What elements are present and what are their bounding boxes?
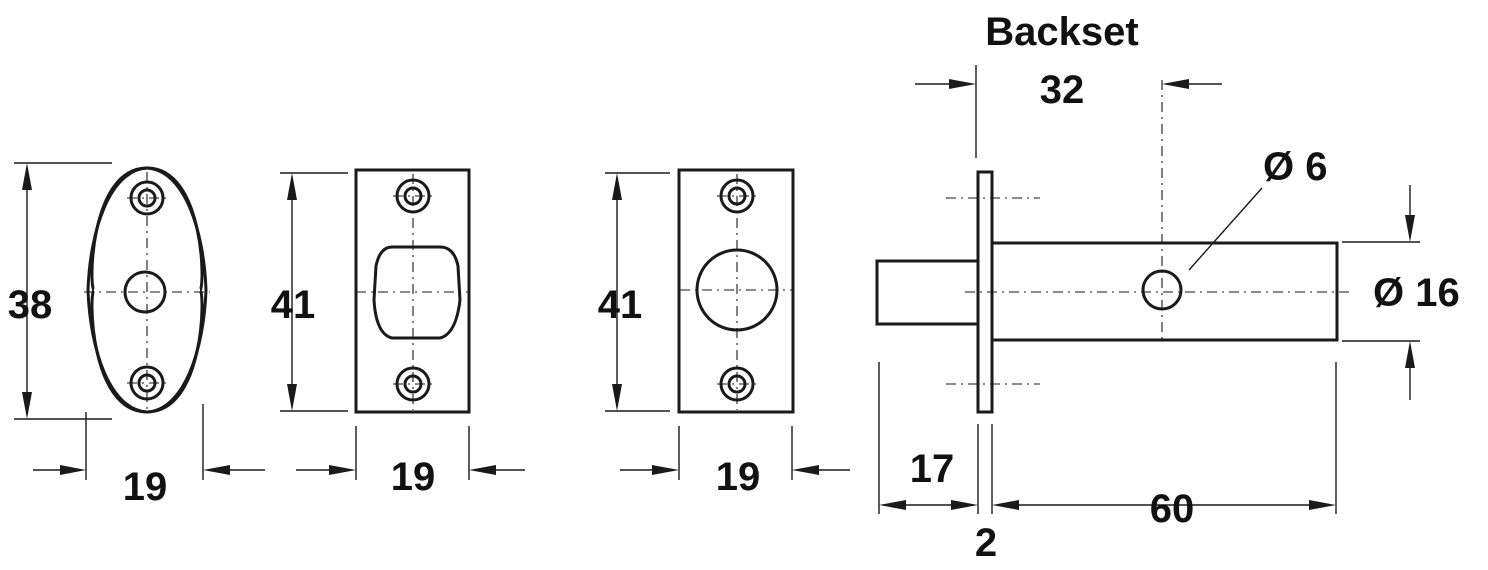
heading-backset: Backset bbox=[985, 10, 1138, 54]
dim-oval-height bbox=[14, 162, 112, 420]
dim-label-bolt-projection: 17 bbox=[910, 447, 955, 491]
dim-plate2-height bbox=[605, 172, 670, 412]
dim-label-plate2-width: 19 bbox=[716, 455, 761, 499]
dim-label-plate1-width: 19 bbox=[391, 455, 436, 499]
dim-label-hole-diameter: Ø 6 bbox=[1263, 145, 1327, 189]
oval-escutcheon bbox=[84, 166, 210, 414]
dim-backset bbox=[915, 65, 1222, 158]
dim-label-oval-width: 19 bbox=[123, 465, 168, 509]
striker-plate-slotted bbox=[354, 168, 471, 414]
dim-bolt-projection bbox=[878, 362, 979, 514]
dim-oval-width bbox=[33, 404, 265, 480]
dim-label-plate2-height: 41 bbox=[598, 283, 643, 327]
dim-plate1-height bbox=[280, 172, 348, 412]
dim-label-body-length: 60 bbox=[1150, 487, 1195, 531]
dim-body-diameter bbox=[1342, 185, 1420, 400]
leader-hole-diameter bbox=[1188, 187, 1263, 271]
bolt bbox=[875, 259, 980, 326]
striker-plate-round bbox=[677, 168, 795, 414]
dim-label-plate-thickness: 2 bbox=[975, 521, 997, 565]
dim-plate2-width bbox=[620, 426, 850, 480]
dim-label-body-diameter: Ø 16 bbox=[1373, 271, 1460, 315]
slot-hole bbox=[372, 245, 462, 340]
dim-label-backset: 32 bbox=[1040, 68, 1085, 112]
dim-label-oval-height: 38 bbox=[8, 283, 53, 327]
dim-label-plate1-height: 41 bbox=[271, 283, 316, 327]
dim-plate1-width bbox=[296, 426, 525, 480]
dim-body-length bbox=[992, 362, 1337, 514]
latch-side-view bbox=[875, 80, 1352, 414]
